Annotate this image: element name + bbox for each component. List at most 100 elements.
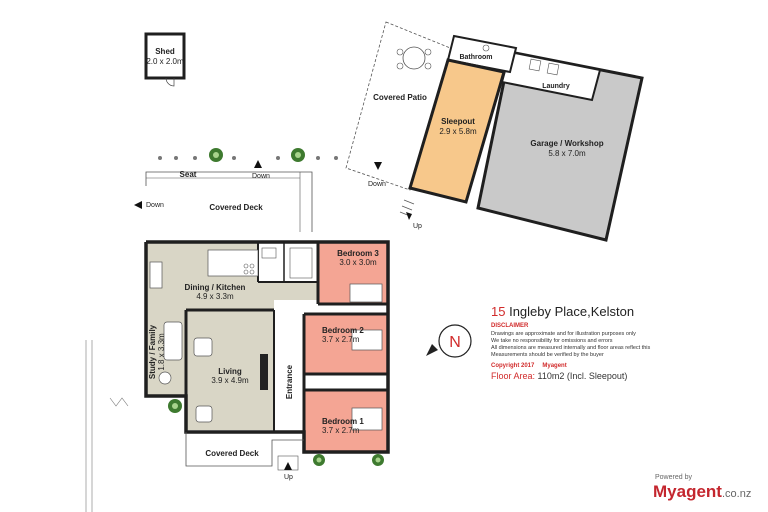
sleepout-dim: 2.9 x 5.8m [439, 127, 477, 136]
compass: N [426, 324, 472, 358]
plant-icon [372, 454, 384, 466]
covered-deck-bottom: Covered Deck Up [185, 432, 304, 481]
front-up-label: Up [284, 474, 293, 481]
bedroom3-label: Bedroom 3 [337, 249, 379, 258]
plant-icon [313, 454, 325, 466]
down-arrow-icon [374, 162, 382, 170]
vanity [261, 247, 277, 259]
shed: Shed 2.0 x 2.0m [144, 32, 186, 87]
covered-patio: Covered Patio [345, 21, 471, 191]
bed [349, 283, 383, 303]
shed-label: Shed [155, 47, 175, 56]
logo-tld: .co.nz [721, 488, 752, 500]
copyright-year: Copyright 2017 [491, 363, 535, 369]
stair-up-label: Up [413, 223, 422, 230]
dining-kitchen-label: Dining / Kitchen [185, 283, 246, 292]
address-street: Ingleby Place,Kelston [509, 304, 635, 319]
entrance-floor [274, 300, 304, 432]
bedroom3-dim: 3.0 x 3.0m [339, 258, 377, 267]
stove-burner [243, 269, 249, 275]
side-down-label: Down [146, 202, 164, 209]
plant-icon [209, 148, 223, 162]
bed [351, 329, 383, 351]
up-arrow-icon [284, 462, 292, 470]
washer [546, 62, 560, 76]
deck-down-label: Down [252, 173, 270, 180]
plant-icon [168, 399, 182, 413]
compass-ring [438, 324, 472, 358]
sleepout: Sleepout 2.9 x 5.8m [408, 58, 506, 204]
laundry-tub [528, 58, 542, 72]
covered-patio-label: Covered Patio [373, 93, 427, 102]
main-house: Bedroom 3 3.0 x 3.0m Dining / Kitchen 4.… [144, 240, 390, 454]
patio-outline [345, 21, 471, 191]
copyright-company: Myagent [542, 363, 567, 369]
compass-letter: N [449, 334, 461, 351]
bath-tub [289, 247, 313, 279]
floor-area-value: 110m2 (Incl. Sleepout) [537, 371, 628, 381]
up-arrow-icon [406, 212, 412, 220]
bedroom1-label: Bedroom 1 [322, 417, 364, 426]
logo-main: Myagent [653, 482, 722, 501]
dining-kitchen-dim: 4.9 x 3.3m [196, 292, 234, 301]
copyright: Copyright 2017 Myagent [491, 363, 761, 369]
bathroom-label: Bathroom [459, 54, 492, 61]
bedroom2-label: Bedroom 2 [322, 326, 364, 335]
compass-arrow-icon [426, 344, 438, 356]
covered-deck-bottom-label: Covered Deck [205, 449, 259, 458]
chair [158, 371, 172, 385]
sleepout-steps: Up [399, 199, 422, 230]
sleepout-label: Sleepout [441, 117, 475, 126]
address: 15 Ingleby Place,Kelston [491, 304, 761, 319]
stove-burner [243, 263, 249, 269]
bedroom1-dim: 3.7 x 2.7m [322, 426, 360, 435]
patio-chair [424, 62, 432, 70]
floor-area: Floor Area: 110m2 (Incl. Sleepout) [491, 371, 761, 381]
small-shrub [158, 156, 338, 160]
seat-label: Seat [180, 170, 197, 179]
shed-dim: 2.0 x 2.0m [146, 57, 184, 66]
disclaimer-line: All dimensions are measured internally a… [491, 345, 651, 351]
deck-rail [185, 432, 304, 467]
garage-label: Garage / Workshop [530, 139, 603, 148]
fireplace [260, 354, 268, 390]
basin [482, 44, 490, 52]
disclaimer-line: Drawings are approximate and for illustr… [491, 331, 636, 337]
address-number: 15 [491, 304, 506, 319]
stove-burner [249, 269, 255, 275]
patio-table [402, 46, 426, 70]
plant-icon [291, 148, 305, 162]
floor-area-label: Floor Area: [491, 371, 536, 381]
bed [351, 407, 383, 431]
sofa [163, 321, 183, 361]
laundry: Laundry [500, 50, 602, 102]
disclaimer-line: Measurements should be verified by the b… [491, 352, 604, 358]
patio-chair [396, 48, 404, 56]
left-arrow-icon [134, 201, 142, 209]
sleepout-walls [408, 58, 506, 204]
patio-steps: Down [368, 162, 386, 188]
garage-dim: 5.8 x 7.0m [548, 149, 586, 158]
up-arrow-icon [254, 160, 262, 168]
armchair [193, 337, 213, 357]
fence [85, 340, 129, 512]
patio-chair [396, 62, 404, 70]
shed-walls [144, 32, 186, 80]
listing-info: 15 Ingleby Place,Kelston DISCLAIMER Draw… [491, 304, 761, 381]
myagent-logo[interactable]: Myagent.co.nz [653, 482, 751, 502]
study-family-label: Study / Family [148, 324, 157, 379]
bedroom2-dim: 3.7 x 2.7m [322, 335, 360, 344]
covered-deck-top: Seat Covered Deck Down Down [134, 160, 313, 232]
powered-by: Powered by [655, 474, 692, 481]
cabinet [149, 261, 163, 289]
patio-chair [424, 48, 432, 56]
living-label: Living [218, 367, 242, 376]
entrance-label: Entrance [285, 364, 294, 399]
covered-deck-top-label: Covered Deck [209, 203, 263, 212]
shed-door [165, 77, 175, 87]
study-family-dim: 1.8 x 3.3m [157, 333, 166, 371]
stove-burner [249, 263, 255, 269]
laundry-label: Laundry [542, 83, 570, 90]
garage: Garage / Workshop 5.8 x 7.0m [476, 50, 644, 242]
